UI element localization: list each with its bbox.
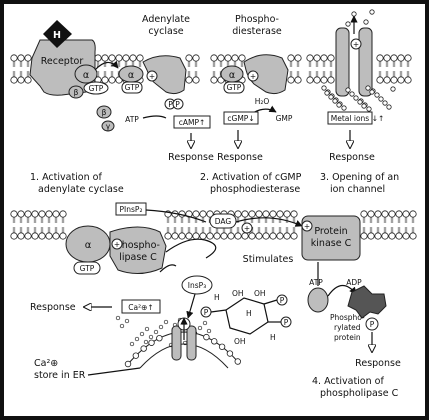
atp-label-2: ATP xyxy=(309,278,323,287)
gmp-label: GMP xyxy=(276,114,293,123)
pinsp2-label: PInsP₂ xyxy=(120,205,143,214)
svg-text:H: H xyxy=(214,293,220,302)
svg-text:+: + xyxy=(244,224,250,233)
caption-3-line-2: ion channel xyxy=(330,184,385,195)
gtp-label: GTP xyxy=(89,84,104,93)
calcium-ions xyxy=(115,315,212,348)
caption-4-line-2: phospholipase C xyxy=(320,388,399,399)
dag-label: DAG xyxy=(215,217,232,226)
svg-text:α: α xyxy=(128,70,134,81)
response-4a: Response xyxy=(30,302,76,313)
svg-text:β: β xyxy=(102,108,107,117)
phosphodiesterase-title-1: Phospho- xyxy=(235,14,279,25)
adenylate-cyclase-title-2: cyclase xyxy=(148,26,183,37)
insp3-channel-left xyxy=(171,325,182,361)
water-label: H₂O xyxy=(255,97,270,106)
oh-label-2: OH xyxy=(254,289,266,298)
panel-phospholipase-c: α GTP Phospho- lipase C + PInsP₂ DAG + P… xyxy=(30,202,401,399)
svg-text:GTP: GTP xyxy=(125,83,140,92)
ca-increase-label: Ca²⊕↑ xyxy=(128,303,153,312)
stimulates-label: Stimulates xyxy=(243,254,294,265)
gtp-box xyxy=(83,81,109,95)
phospholipase-label-1: Phospho- xyxy=(116,240,160,251)
svg-text:P: P xyxy=(284,318,289,327)
er-membrane xyxy=(124,331,241,369)
camp-label: cAMP↑ xyxy=(179,118,206,127)
phosphodiesterase-title-2: diesterase xyxy=(232,26,282,37)
metal-ions xyxy=(321,9,396,112)
substrate-protein xyxy=(307,287,329,313)
svg-text:H: H xyxy=(270,333,276,342)
phospholipase-label-2: lipase C xyxy=(119,252,157,263)
metal-ions-arrows: ↓↑ xyxy=(372,114,385,123)
atp-label: ATP xyxy=(125,115,139,124)
protein-kinase-c xyxy=(301,215,361,261)
metal-ions-label: Metal ions xyxy=(331,114,370,123)
pyrophosphate-label: P P xyxy=(168,100,180,109)
protein-kinase-label-1: Protein xyxy=(314,226,347,237)
panel-ion-channel: + Metal ions ↓↑ Response 3. Opening of a… xyxy=(320,9,399,195)
ca-store-label-1: Ca²⊕ xyxy=(34,358,58,369)
adenylate-cyclase-title-1: Adenylate xyxy=(142,14,190,25)
svg-text:GTP: GTP xyxy=(80,264,95,273)
svg-text:P: P xyxy=(204,308,209,317)
response-1: Response xyxy=(168,152,214,163)
caption-4-line-1: 4. Activation of xyxy=(312,376,384,387)
dissociated-beta-gamma: β γ xyxy=(96,105,115,132)
svg-text:H: H xyxy=(246,309,252,318)
svg-text:α: α xyxy=(229,70,235,81)
phosphorylated-label-3: protein xyxy=(334,333,361,342)
caption-2-line-1: 2. Activation of cGMP xyxy=(200,172,302,183)
response-3: Response xyxy=(329,152,375,163)
svg-text:+: + xyxy=(304,222,310,231)
insp3-label: InsP₃ xyxy=(188,281,206,290)
receptor-label: Receptor xyxy=(41,56,84,67)
phospholipase-c-protein xyxy=(109,226,167,274)
svg-text:+: + xyxy=(250,72,256,81)
oh-label-1: OH xyxy=(232,289,244,298)
ion-channel-left xyxy=(335,27,350,97)
hormone-icon xyxy=(43,20,72,48)
svg-text:+: + xyxy=(114,240,120,249)
caption-1-line-1: 1. Activation of xyxy=(30,172,102,183)
svg-text:+: + xyxy=(149,72,155,81)
adp-label: ADP xyxy=(346,278,362,287)
svg-text:P: P xyxy=(280,296,285,305)
ion-channel-right xyxy=(358,27,373,97)
oh-label-3: OH xyxy=(234,337,246,346)
caption-2-line-2: phosphodiesterase xyxy=(210,184,300,195)
caption-1-line-2: adenylate cyclase xyxy=(38,184,124,195)
inositol-ring-structure: P P P OH OH OH H H H xyxy=(200,289,292,346)
svg-text:α: α xyxy=(85,240,92,251)
phosphorylated-label-1: Phospho- xyxy=(330,313,365,322)
protein-kinase-label-2: kinase C xyxy=(311,238,352,249)
phosphorylated-protein xyxy=(347,285,387,319)
ca-store-label-2: store in ER xyxy=(34,370,86,381)
beta-label: β xyxy=(74,88,79,97)
cgmp-label: cGMP↓ xyxy=(227,114,254,123)
phosphorylated-label-2: rylated xyxy=(334,323,361,332)
svg-text:P: P xyxy=(370,320,375,329)
insp3-channel-right xyxy=(186,325,197,361)
panel-phosphodiesterase: Phospho- diesterase α GTP + H₂O cGMP↓ GM… xyxy=(200,14,302,195)
alpha-label: α xyxy=(83,70,89,81)
caption-3-line-1: 3. Opening of an xyxy=(320,172,399,183)
svg-text:GTP: GTP xyxy=(227,83,242,92)
response-2: Response xyxy=(217,152,263,163)
hormone-label: H xyxy=(53,30,61,41)
panel-adenylate-cyclase: H Receptor α β GTP α GTP + Adenylate cyc… xyxy=(29,14,214,195)
g-alpha-subunit xyxy=(74,64,98,84)
g-beta-subunit xyxy=(68,85,84,99)
svg-text:+: + xyxy=(353,40,359,49)
response-4b: Response xyxy=(355,358,401,369)
svg-text:γ: γ xyxy=(106,122,111,131)
